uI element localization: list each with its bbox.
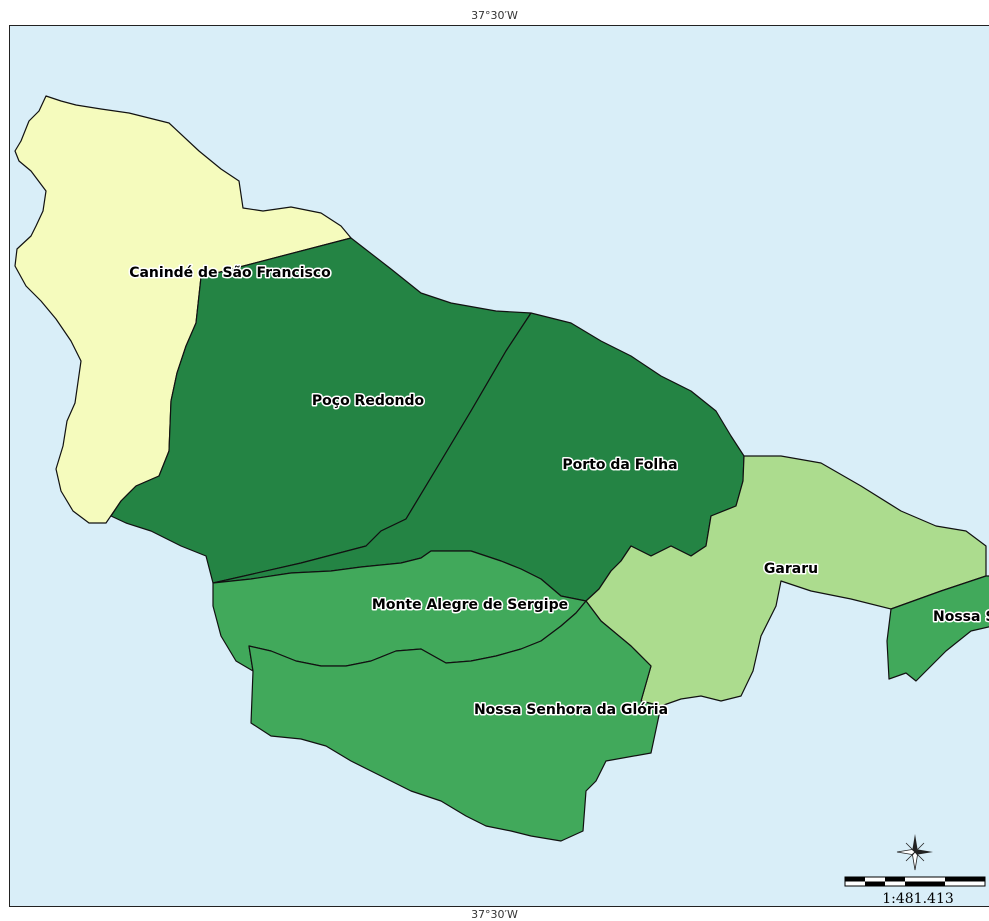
label-gararu: Gararu	[764, 561, 818, 577]
label-poco-redondo: Poço Redondo	[312, 393, 425, 409]
label-porto-da-folha: Porto da Folha	[562, 457, 677, 473]
label-caninde-de-sao-francisco: Canindé de São Francisco	[129, 265, 331, 281]
bottom-grid-coordinate: 37°30′W	[471, 908, 518, 921]
map-canvas[interactable]: Canindé de São Francisco Poço Redondo Po…	[10, 26, 989, 907]
top-grid-coordinate: 37°30′W	[471, 9, 518, 22]
municipality-gararu[interactable]	[585, 455, 987, 707]
scale-ratio: 1:481.413	[882, 891, 954, 907]
scale-bar	[844, 876, 986, 887]
label-nossa-senhora-da-gloria: Nossa Senhora da Glória	[474, 702, 668, 718]
municipality-nossa-senhora-da-gloria[interactable]	[248, 600, 662, 842]
label-nossa-senhora-de-lourdes: Nossa S	[933, 609, 989, 625]
compass-rose-icon	[896, 834, 933, 871]
municipality-nossa-senhora-de-lourdes[interactable]	[886, 575, 989, 682]
municipality-poco-redondo[interactable]	[110, 237, 532, 584]
map-frame[interactable]: Canindé de São Francisco Poço Redondo Po…	[9, 25, 989, 907]
label-monte-alegre-de-sergipe: Monte Alegre de Sergipe	[372, 597, 568, 613]
municipality-caninde-de-sao-francisco[interactable]	[14, 95, 352, 524]
